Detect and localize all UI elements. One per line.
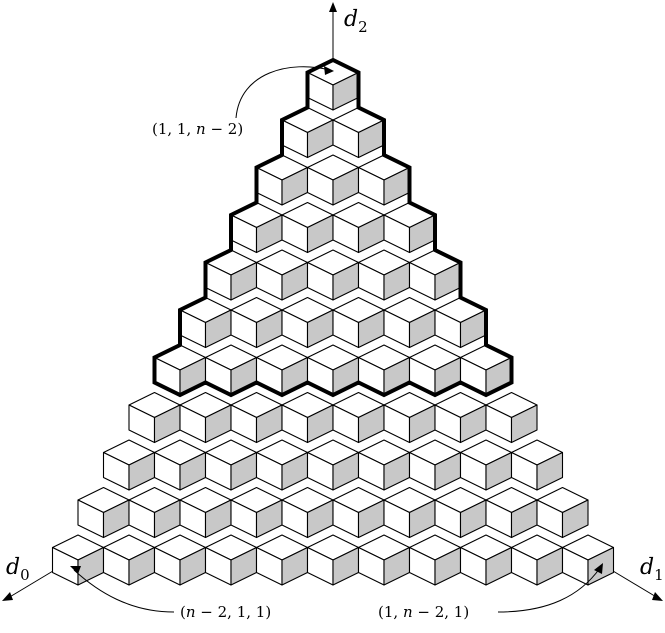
cube (357, 439, 411, 491)
axis-d1-letter: d (640, 555, 654, 580)
cube (510, 439, 564, 491)
cube (102, 439, 156, 491)
cube (408, 439, 462, 491)
axis-d0-arrowhead (2, 592, 13, 601)
corner-label-top-group: (1, 1, n − 2) (152, 66, 334, 138)
corner-left-leader (73, 569, 175, 613)
cube (357, 249, 411, 301)
cube (179, 391, 232, 444)
corner-label-right: (1, n − 2, 1) (378, 603, 469, 621)
cube (434, 391, 487, 444)
cube (204, 439, 258, 491)
cube (306, 59, 360, 111)
highlight-outline (152, 57, 514, 398)
cube (306, 249, 360, 301)
axis-d0-line (7, 567, 59, 599)
cube (357, 534, 411, 586)
cube-right-face (561, 499, 589, 539)
cube-field (51, 59, 615, 586)
cube (332, 201, 385, 254)
cube (281, 106, 334, 159)
cube (51, 534, 105, 586)
cube (332, 391, 385, 444)
cube-right-face (536, 451, 564, 491)
cube (434, 296, 487, 349)
cube (128, 486, 181, 539)
axis-d2-arrowhead (329, 2, 337, 12)
cube (536, 486, 589, 539)
cube (383, 391, 436, 444)
cube (204, 249, 258, 301)
cube (281, 296, 334, 349)
cube (281, 486, 334, 539)
corner-right-rest: − 2, 1) (413, 603, 470, 621)
cube (230, 201, 283, 254)
axis-d2-letter: d (344, 7, 358, 32)
cube (281, 391, 334, 444)
cube (510, 534, 564, 586)
corner-top-arrowhead (324, 66, 334, 75)
cube (408, 534, 462, 586)
cube (153, 534, 207, 586)
corner-left-arrowhead (70, 566, 81, 574)
cube (153, 439, 207, 491)
corner-label-left: (n − 2, 1, 1) (180, 603, 271, 621)
corner-right-var: n (403, 603, 413, 621)
cube (332, 296, 385, 349)
corner-label-right-group: (1, n − 2, 1) (378, 563, 603, 621)
corner-left-var: n (186, 603, 196, 621)
cube (255, 249, 309, 301)
cube (255, 534, 309, 586)
corner-top-rest: − 2) (206, 120, 244, 138)
cube (306, 534, 360, 586)
cube (485, 486, 538, 539)
cube (306, 154, 360, 206)
corner-right-leader (497, 567, 601, 613)
axis-d1-subscript: 1 (654, 566, 664, 584)
cube (230, 486, 283, 539)
cube (102, 534, 156, 586)
corner-right-open: (1, (378, 603, 403, 621)
axis-d2-subscript: 2 (358, 18, 368, 36)
axis-d1-arrowhead (652, 592, 663, 601)
axis-d0-label: d0 (6, 555, 30, 584)
cube-right-face (510, 404, 538, 444)
corner-top-leader (235, 66, 331, 119)
cube (434, 486, 487, 539)
axis-d0-subscript: 0 (20, 566, 30, 584)
cube (128, 391, 181, 444)
cube (561, 534, 615, 586)
corner-label-top: (1, 1, n − 2) (152, 120, 243, 138)
cube (204, 534, 258, 586)
cube (383, 201, 436, 254)
axes (2, 2, 663, 601)
cube (230, 391, 283, 444)
corner-top-open: (1, 1, (152, 120, 196, 138)
cube (408, 344, 462, 396)
axis-d1-label: d1 (640, 555, 664, 584)
cube (306, 439, 360, 491)
cube (332, 486, 385, 539)
axis-d0-letter: d (6, 555, 20, 580)
cube (383, 486, 436, 539)
cube (77, 486, 130, 539)
corner-left-rest: − 2, 1, 1) (196, 603, 272, 621)
cube (459, 439, 513, 491)
corner-label-left-group: (n − 2, 1, 1) (70, 566, 271, 621)
cube (230, 296, 283, 349)
corner-top-var: n (196, 120, 206, 138)
axis-d2-label: d2 (344, 7, 368, 36)
cube (383, 296, 436, 349)
axis-d1-line (607, 567, 659, 599)
cube (281, 201, 334, 254)
cube (485, 391, 538, 444)
cube (255, 439, 309, 491)
cube (179, 486, 232, 539)
corner-left-open: ( (180, 603, 186, 621)
corner-right-arrowhead (594, 563, 603, 574)
cube (459, 534, 513, 586)
